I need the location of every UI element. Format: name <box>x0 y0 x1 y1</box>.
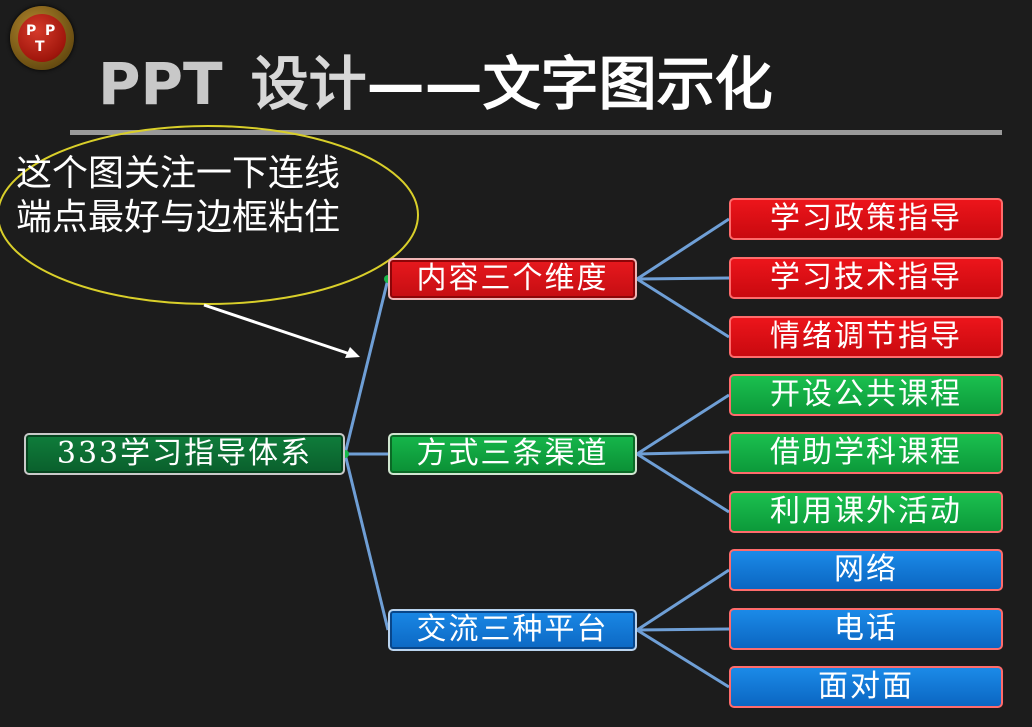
callout-arrow-head-icon <box>345 347 360 358</box>
leaf-node-method-2: 借助学科课程 <box>729 432 1003 474</box>
title-dash: —— <box>366 50 483 118</box>
connector-content-1 <box>636 217 730 281</box>
connector-root-platform <box>343 453 390 631</box>
logo-letter-p2: P <box>45 23 56 39</box>
callout-note-line2: 端点最好与边框粘住 <box>16 197 341 238</box>
callout-note: 这个图关注一下连线 端点最好与边框粘住 <box>16 152 406 240</box>
leaf-node-method-1: 开设公共课程 <box>729 374 1003 416</box>
connector-method-2 <box>636 450 730 456</box>
logo-letter-t: T <box>35 39 45 55</box>
title-part1: 设计 <box>250 50 367 118</box>
leaf-node-platform-3: 面对面 <box>729 666 1003 708</box>
slide-title: PPT 设计——文字图示化 <box>98 44 773 124</box>
branch-node-content: 内容三个维度 <box>388 258 637 300</box>
callout-arrow-shaft <box>203 303 351 356</box>
connector-content-2 <box>636 276 730 281</box>
connector-platform-1 <box>636 568 730 632</box>
leaf-node-platform-2: 电话 <box>729 608 1003 650</box>
connector-platform-3 <box>636 628 730 689</box>
root-node: 333学习指导体系 <box>24 433 345 475</box>
leaf-node-method-3: 利用课外活动 <box>729 491 1003 533</box>
leaf-node-content-2: 学习技术指导 <box>729 257 1003 299</box>
branch-node-platform: 交流三种平台 <box>388 609 637 651</box>
branch-node-method: 方式三条渠道 <box>388 433 637 475</box>
title-underline <box>70 130 1002 135</box>
ppt-logo-badge: P P T <box>18 14 66 62</box>
connector-platform-2 <box>636 627 730 632</box>
logo-letter-p1: P <box>26 23 37 39</box>
leaf-node-content-3: 情绪调节指导 <box>729 316 1003 358</box>
callout-ellipse <box>0 125 419 305</box>
tree-connectors <box>343 217 730 689</box>
connector-content-3 <box>636 277 730 339</box>
leaf-node-platform-1: 网络 <box>729 549 1003 591</box>
connector-root-content <box>343 278 390 455</box>
callout-note-line1: 这个图关注一下连线 <box>16 153 341 194</box>
title-prefix: PPT <box>98 50 223 118</box>
connector-method-1 <box>636 393 730 456</box>
title-part2: 文字图示化 <box>482 50 773 118</box>
connector-method-3 <box>636 452 730 514</box>
ppt-logo-icon: P P T <box>10 6 74 70</box>
leaf-node-content-1: 学习政策指导 <box>729 198 1003 240</box>
